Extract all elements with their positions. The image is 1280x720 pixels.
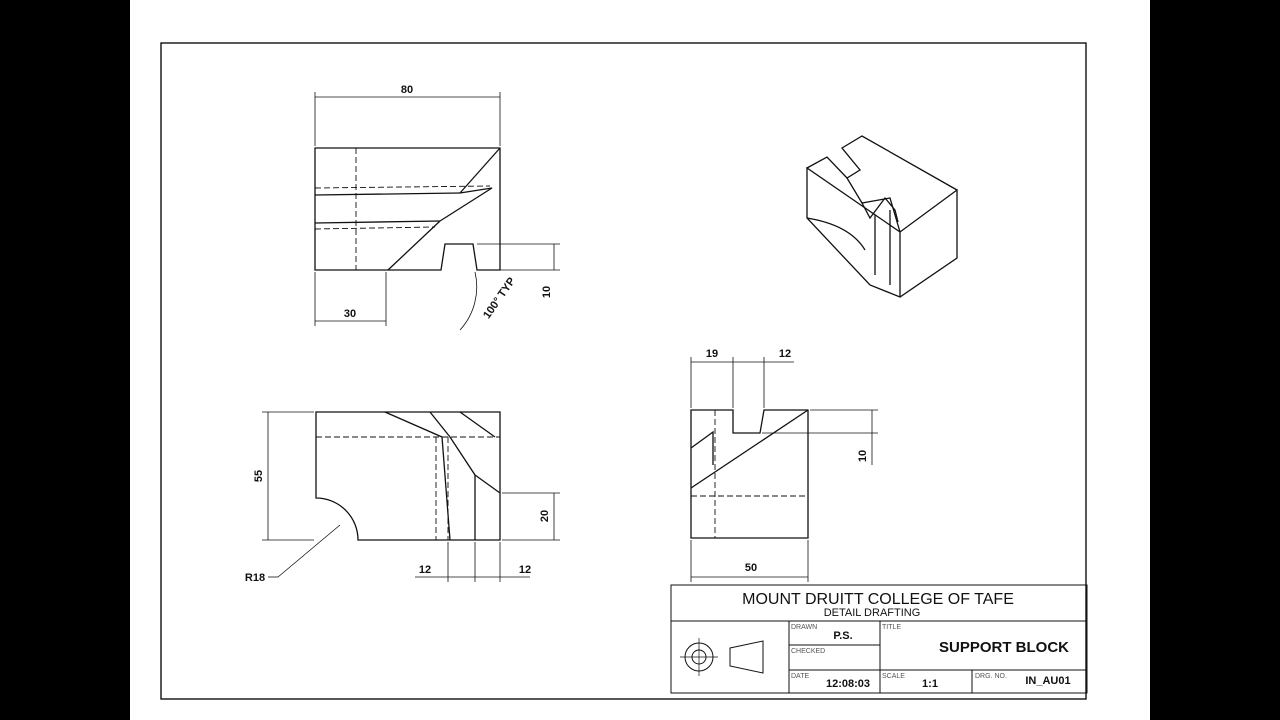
side-edge [690, 409, 809, 489]
isometric-view [806, 135, 958, 298]
front-edge [439, 187, 493, 222]
front-edge [387, 220, 441, 271]
top-edge [429, 411, 476, 540]
iso-top [806, 135, 958, 191]
iso-slot [846, 177, 901, 233]
date-label: DATE [791, 673, 809, 680]
drawn-value: P.S. [833, 630, 852, 642]
top-outline [315, 411, 501, 541]
top-edge [459, 411, 496, 438]
dwg-label: DRG. NO. [975, 673, 1007, 680]
iso-arc [806, 217, 866, 251]
iso-slot [861, 196, 899, 223]
top-edge [474, 474, 501, 494]
dim-top-slot-left: 12 [419, 564, 431, 576]
dim-top-height: 55 [253, 470, 265, 482]
dim-side-slot-width: 12 [779, 348, 791, 360]
dim-top-step: 20 [539, 510, 551, 522]
dim-front-slot-depth: 10 [541, 286, 553, 298]
top-view [262, 411, 560, 582]
top-edge [384, 411, 451, 541]
dim-side-top-left: 19 [706, 348, 718, 360]
drawn-label: DRAWN [791, 624, 817, 631]
side-outline [690, 409, 809, 539]
scale-value: 1:1 [922, 678, 938, 690]
hidden-line [314, 226, 436, 230]
drawing-title: SUPPORT BLOCK [939, 639, 1069, 656]
dim-side-depth: 10 [857, 450, 869, 462]
front-edge [459, 147, 501, 194]
side-view [690, 357, 878, 582]
iso-outline [806, 166, 958, 298]
front-edge [314, 220, 441, 224]
checked-label: CHECKED [791, 648, 825, 655]
dim-front-left-offset: 30 [344, 308, 356, 320]
scale-label: SCALE [882, 673, 905, 680]
front-view [314, 92, 560, 331]
date-value: 12:08:03 [826, 678, 870, 690]
front-outline [314, 147, 501, 271]
front-edge [314, 192, 461, 196]
title-block [670, 584, 1088, 694]
college-subtitle: DETAIL DRAFTING [824, 607, 921, 619]
dwg-number: IN_AU01 [1025, 675, 1070, 687]
drawing-sheet: 80 30 10 100° TYP [130, 0, 1150, 720]
title-label: TITLE [882, 624, 901, 631]
technical-drawing: 80 30 10 100° TYP [160, 42, 1088, 700]
hidden-line [314, 185, 491, 189]
dim-front-angle: 100° TYP [481, 276, 518, 322]
sheet-border [160, 42, 1087, 700]
dim-side-width: 50 [745, 562, 757, 574]
dim-front-width: 80 [401, 84, 413, 96]
dim-top-radius: R18 [245, 572, 265, 584]
side-edge [690, 430, 714, 465]
dim-top-slot-right: 12 [519, 564, 531, 576]
college-name: MOUNT DRUITT COLLEGE OF TAFE [742, 591, 1014, 608]
